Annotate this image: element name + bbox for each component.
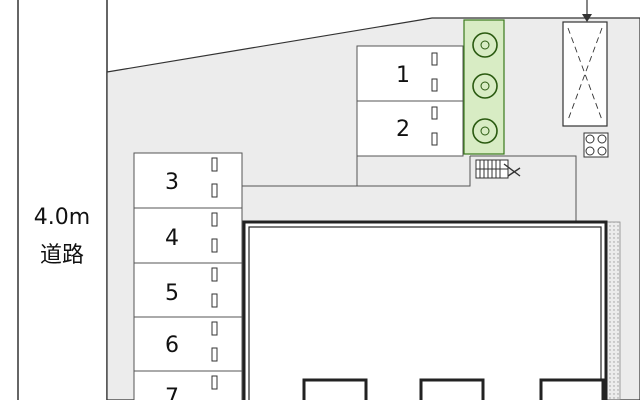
road: 4.0m 道路 (17, 0, 108, 400)
wheel-stop (211, 157, 218, 172)
wheel-stop (431, 78, 438, 92)
wheel-stop (211, 375, 218, 390)
upper-parking-block: 1 2 (356, 45, 471, 187)
parking-number-3: 3 (165, 170, 179, 195)
utility-meter-icon (583, 132, 609, 158)
entrance-arrow-head (582, 14, 592, 22)
tree-icon (472, 118, 498, 144)
parking-number-2: 2 (396, 117, 410, 142)
tree-icon (480, 126, 490, 136)
wheel-stop (211, 293, 218, 308)
balcony (302, 378, 368, 400)
tree-icon (472, 73, 498, 99)
wheel-stop (211, 321, 218, 336)
wheel-stop (431, 106, 438, 120)
wheel-stop (211, 212, 218, 227)
parking-space-5 (133, 262, 243, 318)
building (242, 220, 608, 400)
wheel-stop (211, 267, 218, 282)
parking-space-2 (356, 100, 464, 157)
planter-bed (463, 19, 505, 155)
balcony (419, 378, 485, 400)
parking-number-6: 6 (165, 333, 179, 358)
tree-icon (472, 32, 498, 58)
parking-space-4 (133, 207, 243, 264)
parking-number-4: 4 (165, 226, 179, 251)
parking-space-1 (356, 45, 464, 102)
parking-number-1: 1 (396, 63, 410, 88)
tree-planter (463, 19, 505, 155)
road-name-label: 道路 (40, 243, 84, 268)
site-inner-outline (470, 155, 577, 222)
parking-space-3 (133, 152, 243, 209)
wheel-stop (211, 238, 218, 253)
garbage-station (562, 0, 608, 127)
parking-space-6 (133, 316, 243, 372)
tree-icon (480, 40, 490, 50)
parking-space-7 (133, 370, 243, 400)
wheel-stop (211, 347, 218, 362)
parking-number-5: 5 (165, 281, 179, 306)
wheel-stop (211, 183, 218, 198)
wheel-stop (431, 132, 438, 146)
garbage-station-box (562, 21, 608, 127)
wheel-stop (431, 52, 438, 66)
bicycle-rack-icon (475, 159, 521, 179)
parking-number-7: 7 (165, 385, 179, 400)
balcony (539, 378, 605, 400)
left-parking-block: 3 4 5 6 7 (133, 152, 357, 400)
upper-apron-outline (356, 156, 471, 187)
building-outline-inner (248, 226, 602, 400)
building-outline-outer (242, 220, 608, 400)
road-width-label: 4.0m (34, 205, 90, 230)
tree-icon (480, 81, 490, 91)
